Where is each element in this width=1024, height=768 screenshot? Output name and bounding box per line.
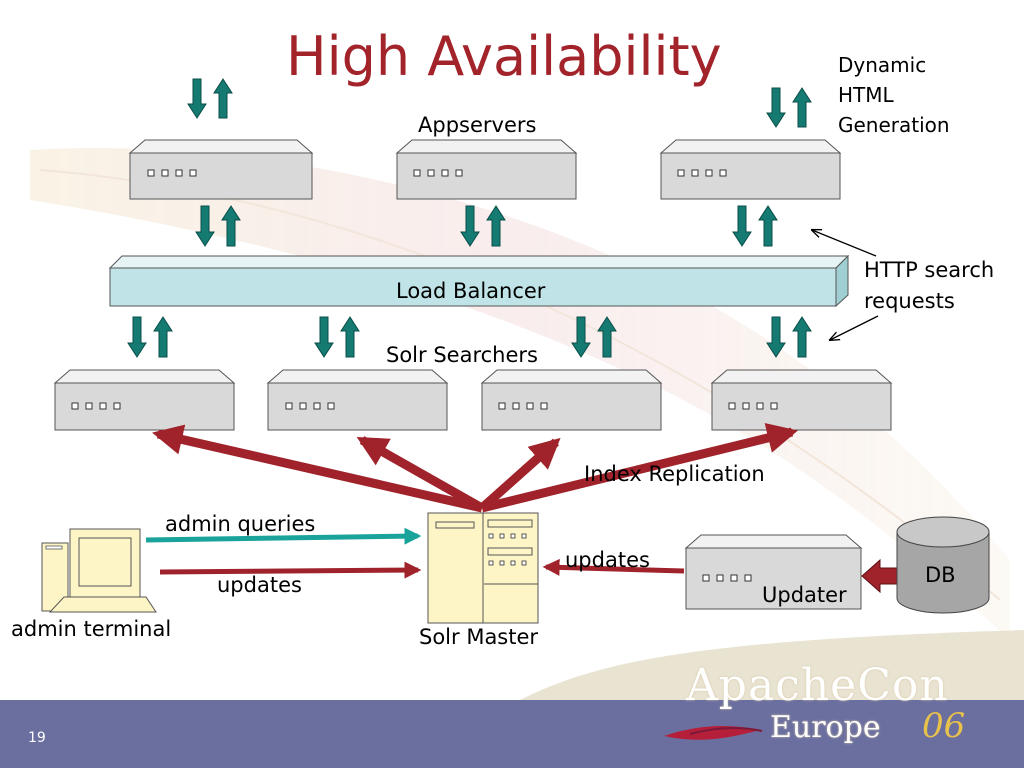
searcher-box-2 — [266, 369, 449, 431]
load-balancer-bar — [108, 254, 850, 308]
appservers-label: Appservers — [418, 113, 537, 137]
up-down-arrow-pair-icon-low-4 — [766, 316, 812, 358]
database-cylinder-icon — [896, 516, 990, 614]
conference-location: Europe — [770, 710, 881, 745]
searcher-box-1 — [53, 369, 236, 431]
appserver-box-3 — [659, 139, 842, 200]
up-down-arrow-pair-icon-low-1 — [127, 316, 173, 358]
solr-searchers-label: Solr Searchers — [386, 343, 538, 367]
replication-arrows — [152, 422, 798, 513]
up-down-arrow-pair-icon-mid-1 — [195, 205, 241, 247]
footer-band — [0, 700, 1024, 768]
up-down-arrow-pair-icon-mid-2 — [460, 205, 506, 247]
updater-box — [684, 534, 863, 610]
updates-arrow-right — [542, 558, 685, 576]
updates-right-label: updates — [565, 548, 650, 572]
http-search-label-line1: HTTP search — [864, 258, 995, 282]
http-search-label-line2: requests — [864, 289, 955, 313]
dynamic-html-label-line2: HTML — [838, 83, 894, 107]
up-down-arrow-pair-icon-mid-3 — [732, 205, 778, 247]
updates-left-label: updates — [217, 573, 302, 597]
db-label: DB — [925, 563, 956, 587]
solr-master-label: Solr Master — [419, 625, 539, 649]
admin-terminal-label: admin terminal — [11, 617, 172, 641]
http-pointer-bottom — [830, 315, 879, 340]
conference-name: ApacheCon — [686, 660, 949, 711]
tower-server-icon — [427, 512, 539, 624]
index-replication-label: Index Replication — [584, 462, 765, 486]
up-down-arrow-pair-icon-low-3 — [571, 316, 617, 358]
desktop-terminal-icon — [41, 528, 157, 613]
slide-title: High Availability — [286, 25, 722, 88]
admin-queries-label: admin queries — [165, 512, 316, 536]
searcher-box-4 — [710, 369, 893, 431]
appserver-box-1 — [128, 139, 314, 200]
conference-year: 06 — [922, 706, 966, 746]
up-down-arrow-pair-icon-top-1 — [187, 78, 233, 119]
load-balancer-label: Load Balancer — [396, 279, 546, 303]
updates-arrow-left — [159, 561, 422, 579]
updater-label: Updater — [762, 583, 847, 607]
dynamic-html-label-line3: Generation — [838, 113, 950, 137]
up-down-arrow-pair-icon-top-3 — [766, 87, 812, 128]
appserver-box-2 — [395, 139, 578, 200]
db-to-updater-arrow — [861, 558, 901, 594]
up-down-arrow-pair-icon-low-2 — [314, 316, 360, 358]
footer-wave — [520, 630, 1024, 700]
searcher-box-3 — [480, 369, 663, 431]
feather-logo-icon — [664, 726, 763, 740]
http-pointer-top — [812, 230, 877, 257]
page-number: 19 — [28, 730, 46, 746]
dynamic-html-label-line1: Dynamic — [838, 53, 927, 77]
admin-queries-arrow — [145, 527, 422, 545]
